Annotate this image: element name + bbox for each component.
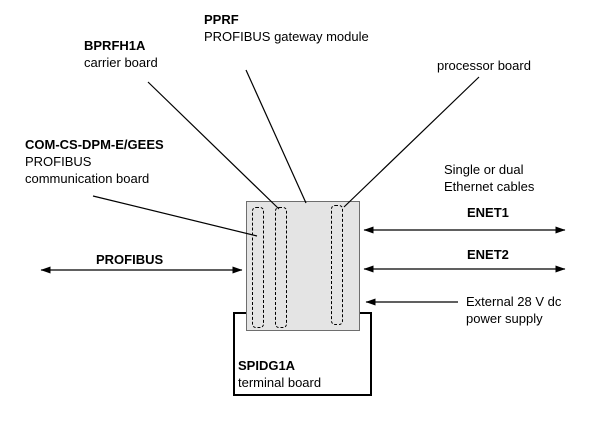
pprf-desc: PROFIBUS gateway module [204,29,369,44]
processor-board-callout: processor board [437,57,531,74]
pprf-leader-line [245,69,307,204]
module-slot-1 [252,207,264,328]
com-cs-desc1: PROFIBUS [25,154,92,169]
ethernet-note-line1: Single or dual [444,162,524,177]
bprfh1a-leader-line [147,81,280,210]
bprfh1a-desc: carrier board [84,55,158,70]
power-supply-line2: power supply [466,311,543,326]
bprfh1a-callout: BPRFH1A carrier board [84,37,158,71]
module-slot-2 [275,207,287,328]
spidg1a-desc: terminal board [238,375,322,390]
com-cs-leader-line [92,195,258,237]
power-supply-line1: External 28 V dc [466,294,562,309]
com-cs-name: COM-CS-DPM-E/GEES [25,137,164,152]
com-cs-callout: COM-CS-DPM-E/GEES PROFIBUS communication… [25,136,164,187]
gateway-module-box [246,201,360,331]
enet1-label: ENET1 [467,205,509,220]
spidg1a-name: SPIDG1A [238,358,296,373]
pprf-callout: PPRF PROFIBUS gateway module [204,11,369,45]
power-supply-note: External 28 V dc power supply [466,293,561,327]
ethernet-cables-note: Single or dual Ethernet cables [444,161,534,195]
profibus-bus-label: PROFIBUS [96,252,164,267]
enet2-label: ENET2 [467,247,509,262]
com-cs-desc2: communication board [25,171,150,186]
processor-board-desc: processor board [437,58,531,73]
module-slot-3 [331,205,343,325]
pprf-name: PPRF [204,12,239,27]
ethernet-note-line2: Ethernet cables [444,179,535,194]
spidg1a-callout: SPIDG1A terminal board [238,357,321,391]
bprfh1a-name: BPRFH1A [84,38,146,53]
